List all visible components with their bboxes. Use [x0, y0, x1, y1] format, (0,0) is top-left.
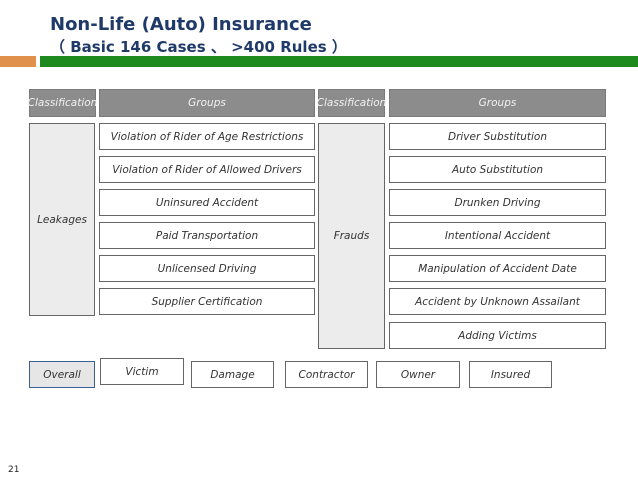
title-sub: （ Basic 146 Cases 、 >400 Rules ） — [50, 38, 347, 56]
classification-overall: Overall — [29, 361, 95, 388]
fraud-group: Accident by Unknown Assailant — [389, 288, 606, 315]
fraud-group: Intentional Accident — [389, 222, 606, 249]
header-groups-right: Groups — [389, 89, 606, 117]
leakage-group: Uninsured Accident — [99, 189, 315, 216]
title-main: Non-Life (Auto) Insurance — [50, 14, 312, 35]
overall-item-victim: Victim — [100, 358, 184, 385]
overall-item-contractor: Contractor — [285, 361, 368, 388]
slide-title: Non-Life (Auto) Insurance （ Basic 146 Ca… — [50, 14, 610, 58]
classification-frauds: Frauds — [318, 123, 385, 349]
page-number: 21 — [8, 465, 20, 475]
accent-bar-green — [40, 56, 638, 67]
leakage-group: Unlicensed Driving — [99, 255, 315, 282]
overall-item-insured: Insured — [469, 361, 552, 388]
header-classification-left: Classification — [28, 89, 97, 117]
fraud-group: Adding Victims — [389, 322, 606, 349]
leakage-group: Violation of Rider of Allowed Drivers — [99, 156, 315, 183]
accent-bar-orange — [0, 56, 36, 67]
header-groups-left: Groups — [99, 89, 315, 117]
fraud-group: Manipulation of Accident Date — [389, 255, 606, 282]
leakage-group: Supplier Certification — [99, 288, 315, 315]
fraud-group: Drunken Driving — [389, 189, 606, 216]
fraud-group: Auto Substitution — [389, 156, 606, 183]
leakage-group: Violation of Rider of Age Restrictions — [99, 123, 315, 150]
overall-item-owner: Owner — [376, 361, 460, 388]
overall-item-damage: Damage — [191, 361, 274, 388]
leakage-group: Paid Transportation — [99, 222, 315, 249]
classification-leakages: Leakages — [29, 123, 95, 316]
fraud-group: Driver Substitution — [389, 123, 606, 150]
header-classification-right: Classification — [317, 89, 386, 117]
